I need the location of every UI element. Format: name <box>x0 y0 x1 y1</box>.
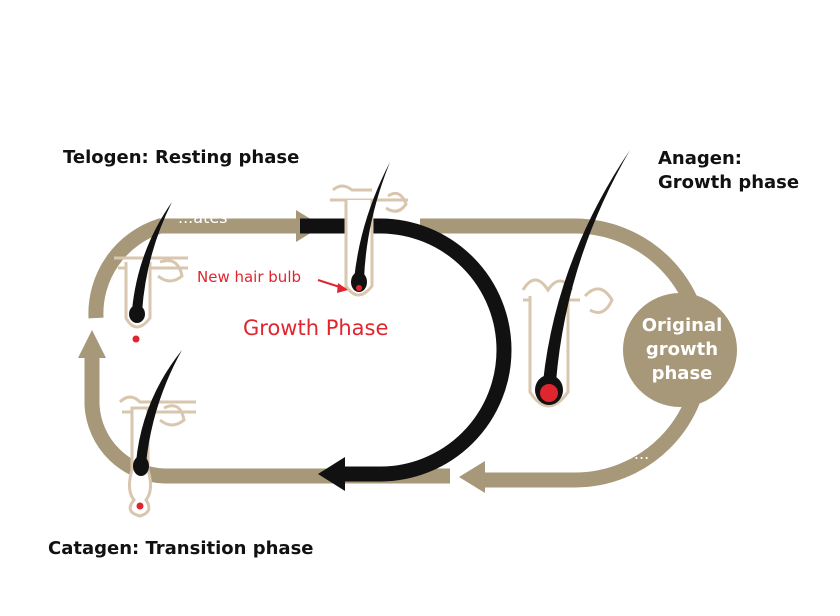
anagen-label-line2: Growth phase <box>658 171 799 195</box>
growth-arrow <box>300 226 504 474</box>
catagen-label: Catagen: Transition phase <box>48 537 314 561</box>
cycle-track <box>92 226 702 480</box>
anagen-label: Anagen: Growth phase <box>658 147 799 195</box>
circle-label-line3: phase <box>626 362 738 386</box>
anagen-label-line1: Anagen: <box>658 147 799 171</box>
faded-text-top: ...ates <box>178 208 228 227</box>
hair-follicle-icon <box>523 150 630 406</box>
arrow-left-icon <box>318 457 345 491</box>
faded-text-bottom-right: gro... <box>608 444 649 463</box>
arrow-up-icon <box>78 330 106 358</box>
circle-label-line2: growth <box>626 338 738 362</box>
hair-follicle-icon <box>120 350 196 516</box>
growth-phase-label: Growth Phase <box>243 316 388 340</box>
original-growth-phase-label: Original growth phase <box>626 314 738 386</box>
new-hair-bulb-label: New hair bulb <box>197 268 301 286</box>
telogen-label: Telogen: Resting phase <box>63 146 299 170</box>
arrow-left-icon <box>459 461 485 493</box>
circle-label-line1: Original <box>626 314 738 338</box>
